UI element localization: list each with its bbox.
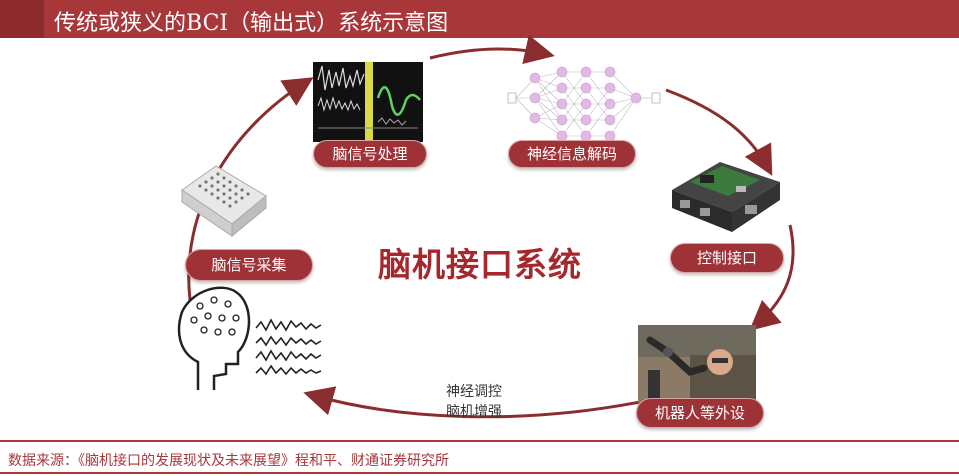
feedback-line-2: 脑机增强 (446, 404, 502, 420)
neural-network-image (507, 66, 661, 142)
eeg-amplifier-image (181, 165, 267, 238)
feedback-line-1: 神经调控 (446, 384, 502, 400)
feedback-label: 神经调控 脑机增强 (434, 382, 514, 422)
eeg-signal-image (313, 62, 423, 142)
arrow-control-to-peripherals (749, 224, 795, 331)
source-note: 数据来源：《脑机接口的发展现状及未来展望》程和平、财通证券研究所 (8, 453, 449, 469)
control-board-image (672, 162, 780, 232)
footer-divider (0, 440, 959, 442)
node-control-interface: 控制接口 (670, 243, 784, 273)
title-banner: 传统或狭义的BCI（输出式）系统示意图 (0, 0, 959, 38)
node-signal-acquisition: 脑信号采集 (185, 249, 313, 281)
arrow-processing-to-decoding (429, 34, 555, 65)
robot-arm-photo (638, 325, 756, 405)
diagram-title: 传统或狭义的BCI（输出式）系统示意图 (54, 11, 449, 36)
head-outline-icon (177, 286, 251, 390)
node-neural-decoding: 神经信息解码 (508, 140, 636, 168)
node-signal-processing: 脑信号处理 (313, 140, 427, 168)
brain-waves-icon (255, 318, 322, 376)
node-peripherals: 机器人等外设 (636, 398, 764, 428)
arrow-peripherals-to-brain (303, 386, 641, 419)
center-title: 脑机接口系统 (378, 245, 582, 284)
footer-bottom-rule (0, 472, 959, 474)
arrow-decoding-to-control (665, 88, 773, 176)
title-accent-bar (0, 0, 44, 38)
